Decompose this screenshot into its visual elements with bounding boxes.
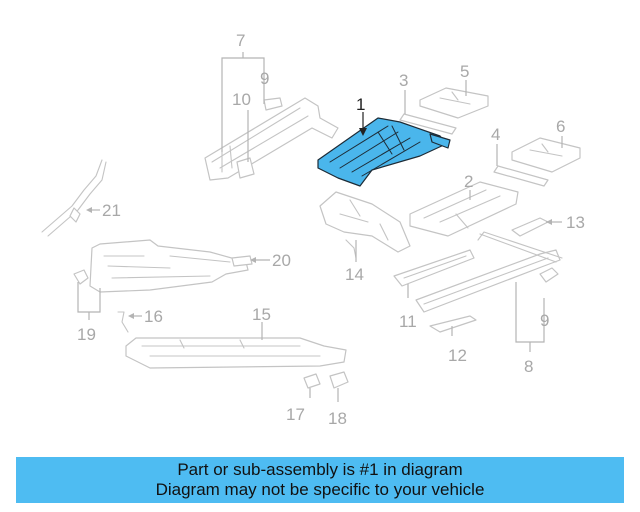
part-16-clip[interactable] xyxy=(117,311,129,333)
callout-21[interactable]: 21 xyxy=(102,201,121,220)
callout-8[interactable]: 8 xyxy=(524,357,533,376)
callout-18[interactable]: 18 xyxy=(328,409,347,428)
callout-6[interactable]: 6 xyxy=(556,117,565,136)
parts-diagram: 7 9 10 1 3 5 4 6 2 13 xyxy=(41,31,585,428)
callout-2[interactable]: 2 xyxy=(464,172,473,191)
part-13-bracket[interactable] xyxy=(511,217,549,237)
callout-20[interactable]: 20 xyxy=(272,251,291,270)
banner-line-1: Part or sub-assembly is #1 in diagram xyxy=(177,460,463,479)
leader-20-arrow xyxy=(250,257,256,263)
banner-line-2: Diagram may not be specific to your vehi… xyxy=(155,480,485,499)
leader-1-arrow xyxy=(359,128,367,136)
callout-5[interactable]: 5 xyxy=(460,62,469,81)
part-5-panel[interactable] xyxy=(419,87,489,119)
callout-4[interactable]: 4 xyxy=(491,125,500,144)
part-bracket-9-top[interactable] xyxy=(263,97,283,111)
part-4-strip[interactable] xyxy=(493,165,549,187)
callout-7[interactable]: 7 xyxy=(236,31,245,50)
part-18-clip[interactable] xyxy=(329,371,349,389)
part-2-center-floor[interactable] xyxy=(409,181,519,237)
callout-3[interactable]: 3 xyxy=(399,71,408,90)
callout-19[interactable]: 19 xyxy=(77,325,96,344)
part-14-crossmember[interactable] xyxy=(319,191,411,259)
callout-16[interactable]: 16 xyxy=(144,307,163,326)
part-15-side-panel[interactable] xyxy=(125,337,347,369)
callout-14[interactable]: 14 xyxy=(345,265,364,284)
callout-13[interactable]: 13 xyxy=(566,213,585,232)
part-6-panel[interactable] xyxy=(511,137,581,173)
leader-21-arrow xyxy=(86,207,92,213)
callout-17[interactable]: 17 xyxy=(286,405,305,424)
part-underbody-shield[interactable] xyxy=(73,239,249,293)
part-21-bracket-arm[interactable] xyxy=(41,159,107,237)
info-banner: Part or sub-assembly is #1 in diagram Di… xyxy=(16,457,624,503)
part-17-clip[interactable] xyxy=(303,373,321,389)
part-floor-pan-highlighted[interactable] xyxy=(317,117,451,187)
callout-11[interactable]: 11 xyxy=(399,312,417,331)
callout-9-top[interactable]: 9 xyxy=(260,69,269,88)
part-11-rail[interactable] xyxy=(393,249,475,287)
callout-9-right[interactable]: 9 xyxy=(540,311,549,330)
part-20-clip[interactable] xyxy=(231,255,253,267)
callout-10[interactable]: 10 xyxy=(232,90,251,109)
callout-15[interactable]: 15 xyxy=(252,305,271,324)
leader-16-arrow xyxy=(128,313,134,319)
part-front-rail[interactable] xyxy=(204,97,339,181)
callout-12[interactable]: 12 xyxy=(448,346,467,365)
callout-1[interactable]: 1 xyxy=(356,95,365,114)
part-12-plate[interactable] xyxy=(429,315,477,333)
leader-13-arrow xyxy=(546,219,552,225)
part-3-strip[interactable] xyxy=(399,113,457,135)
part-9-bracket-right[interactable] xyxy=(539,267,559,283)
part-8-side-sill[interactable] xyxy=(415,231,563,313)
